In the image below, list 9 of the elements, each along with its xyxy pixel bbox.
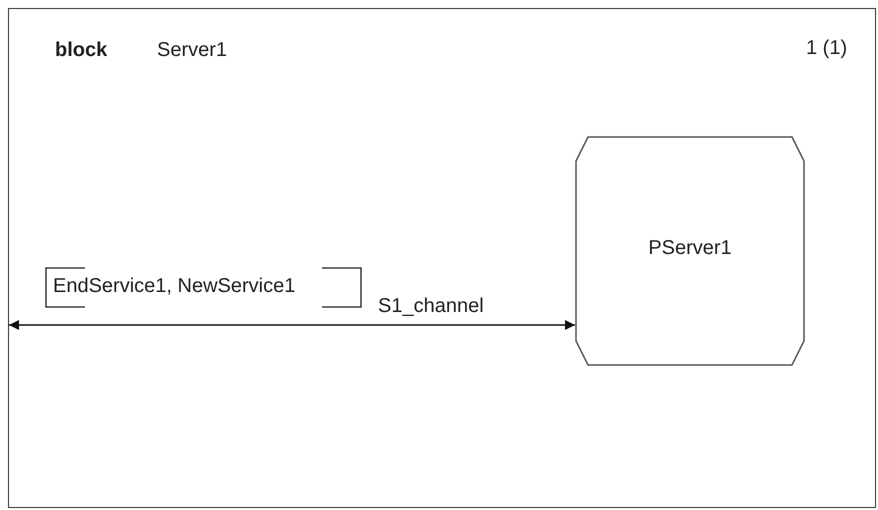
signal-list: EndService1, NewService1 xyxy=(53,275,296,298)
block-name: Server1 xyxy=(157,39,228,62)
channel-arrow xyxy=(9,320,575,330)
block-frame xyxy=(8,8,876,508)
process-name: PServer1 xyxy=(647,237,733,260)
page-number: 1 (1) xyxy=(806,37,848,60)
channel-label: S1_channel xyxy=(378,295,484,318)
block-keyword: block xyxy=(55,39,108,62)
process-symbol xyxy=(576,137,804,365)
